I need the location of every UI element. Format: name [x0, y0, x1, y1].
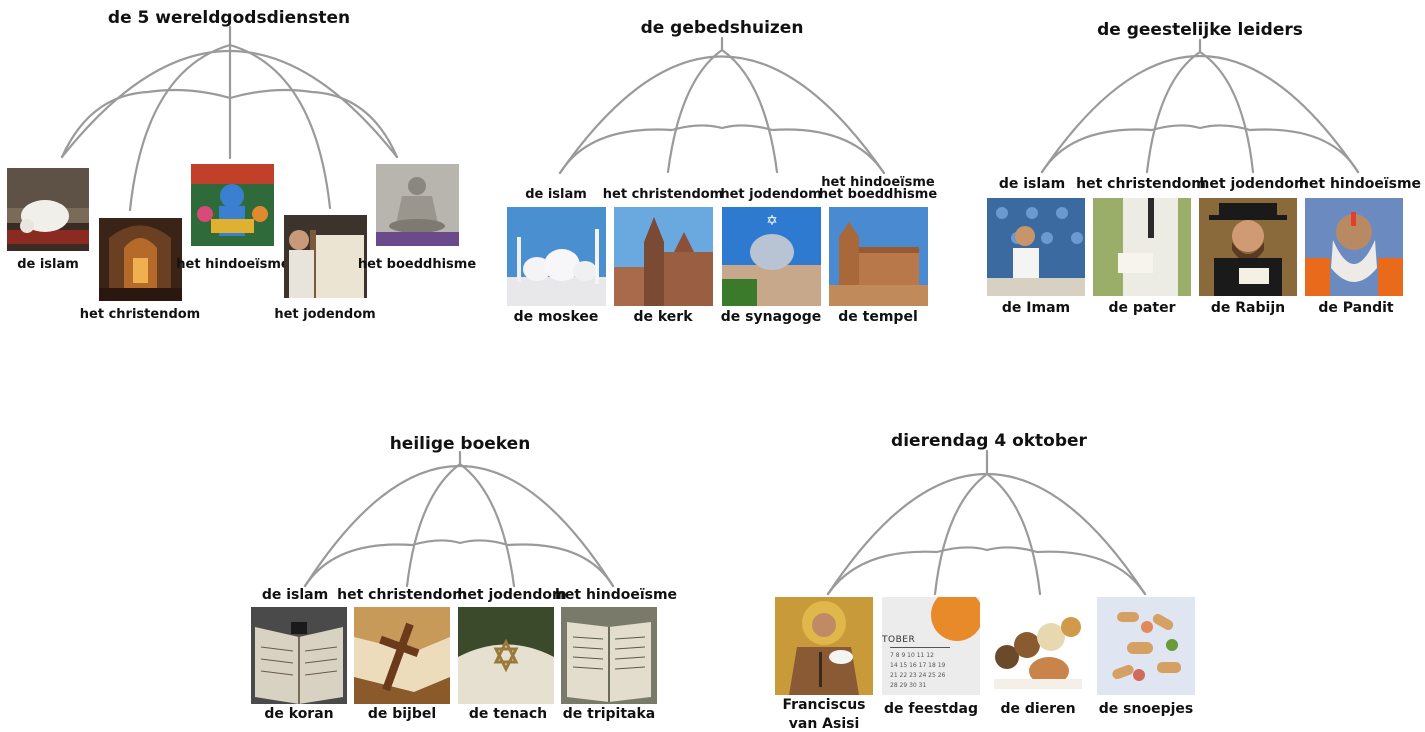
priest-photo	[1093, 198, 1191, 296]
umbrella-2-title: de gebedshuizen	[640, 18, 804, 38]
umbrella-4-lines	[303, 450, 615, 588]
umbrella-5-lines	[826, 449, 1147, 596]
label-de-tripitaka: de tripitaka	[562, 706, 656, 722]
umbrella-2-lines	[558, 36, 886, 175]
calendar-month-label: TOBER	[882, 635, 916, 645]
tenach-photo	[458, 607, 554, 704]
koran-photo	[251, 607, 347, 704]
label-de-feestdag: de feestdag	[884, 701, 978, 717]
label-het-boeddhisme: het boeddhisme	[357, 257, 477, 272]
label-de-synagoge: de synagoge	[720, 309, 822, 325]
torah-scroll-photo	[284, 215, 367, 298]
label-de-islam: de islam	[17, 257, 79, 272]
label-top-het-jodendom: het jodendom	[457, 587, 567, 603]
label-van-asisi: van Asisi	[788, 716, 860, 732]
october-calendar-photo: 7 8 9 10 11 12 14 15 16 17 18 19 21 22 23 …	[882, 597, 980, 695]
label-de-tenach: de tenach	[468, 706, 548, 722]
label-top-het-hindoeisme: het hindoeïsme	[554, 587, 678, 603]
label-top-het-hindoeisme: het hindoeïsme	[821, 175, 935, 190]
rabbi-photo	[1199, 198, 1297, 296]
bible-photo	[354, 607, 450, 704]
umbrella-3-lines	[1040, 38, 1360, 174]
label-top-het-hindoeisme: het hindoeïsme	[1298, 176, 1422, 192]
svg-text:7 8 9 10 11 12: 7 8 9 10 11 12	[890, 652, 934, 659]
umbrella-5-title: dierendag 4 oktober	[891, 431, 1087, 451]
label-de-imam: de Imam	[1001, 300, 1071, 316]
hindu-deity-statue-photo	[191, 164, 274, 246]
svg-text:21 22 23 24 25 26: 21 22 23 24 25 26	[890, 672, 946, 679]
label-top-de-islam: de islam	[998, 176, 1066, 192]
label-de-bijbel: de bijbel	[367, 706, 437, 722]
saint-francis-mosaic-photo	[775, 597, 873, 695]
label-de-pater: de pater	[1108, 300, 1176, 316]
tripitaka-photo	[561, 607, 657, 704]
label-top-de-islam: de islam	[525, 187, 587, 202]
temple-photo	[829, 207, 928, 306]
label-de-moskee: de moskee	[513, 309, 599, 325]
svg-text:28 29 30 31: 28 29 30 31	[890, 682, 926, 689]
svg-text:✡: ✡	[766, 213, 778, 229]
pandit-photo	[1305, 198, 1403, 296]
imam-photo	[987, 198, 1085, 296]
label-top-het-christendom: het christendom	[1076, 176, 1206, 192]
label-de-rabijn: de Rabijn	[1210, 300, 1286, 316]
praying-man-photo	[7, 168, 89, 251]
label-top-het-christendom: het christendom	[602, 187, 724, 202]
synagogue-photo: ✡	[722, 207, 821, 306]
label-het-jodendom: het jodendom	[274, 307, 376, 322]
umbrella-1-title: de 5 wereldgodsdiensten	[107, 8, 351, 28]
church-interior-photo	[99, 218, 182, 301]
label-franciscus: Franciscus	[782, 697, 866, 713]
label-top-het-jodendom: het jodendom	[720, 187, 822, 202]
label-de-koran: de koran	[264, 706, 334, 722]
mosque-photo	[507, 207, 606, 306]
label-de-snoepjes: de snoepjes	[1098, 701, 1194, 717]
label-de-kerk: de kerk	[633, 309, 693, 325]
label-het-hindoeisme: het hindoeïsme	[176, 257, 290, 272]
pets-photo	[989, 597, 1087, 695]
umbrella-1-lines	[60, 25, 399, 212]
label-de-tempel: de tempel	[838, 309, 918, 325]
buddha-statue-photo	[376, 164, 459, 246]
label-de-pandit: de Pandit	[1318, 300, 1394, 316]
label-het-christendom: het christendom	[79, 307, 201, 322]
label-top-het-boeddhisme: het boeddhisme	[818, 187, 938, 202]
label-top-het-jodendom: het jodendom	[1199, 176, 1309, 192]
label-de-dieren: de dieren	[1000, 701, 1076, 717]
umbrella-3-title: de geestelijke leiders	[1097, 20, 1303, 40]
label-top-de-islam: de islam	[261, 587, 329, 603]
label-top-het-christendom: het christendom	[337, 587, 467, 603]
church-photo	[614, 207, 713, 306]
umbrella-4-title: heilige boeken	[389, 434, 531, 454]
dog-treats-photo	[1097, 597, 1195, 695]
svg-text:14 15 16 17 18 19: 14 15 16 17 18 19	[890, 662, 946, 669]
